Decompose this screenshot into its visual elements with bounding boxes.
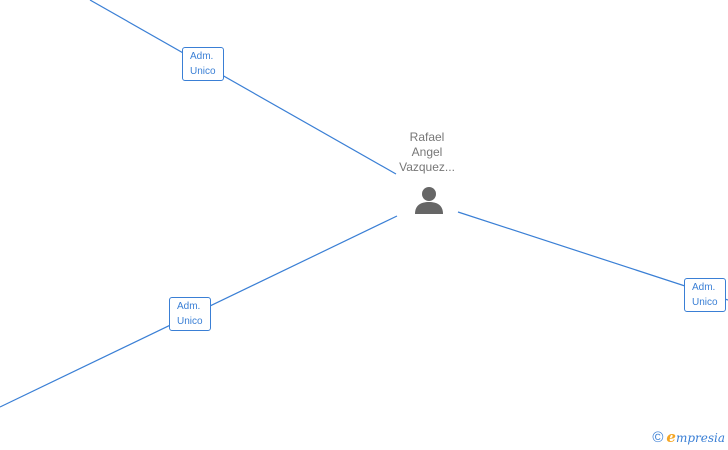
edge-label-role-line-2: Unico xyxy=(190,66,216,77)
edge-label-role-line-1: Adm. xyxy=(190,51,214,62)
edge-label-role-line-1: Adm. xyxy=(692,282,716,293)
brand-logo-rest: mpresia xyxy=(675,431,725,445)
brand-logo: empresia xyxy=(666,428,725,446)
person-icon[interactable] xyxy=(414,186,444,215)
edge-label-role-line-2: Unico xyxy=(177,316,203,327)
brand-logo-initial: e xyxy=(666,428,676,446)
edge-label-role-line-1: Adm. xyxy=(177,301,201,312)
empresia-watermark: © empresia xyxy=(652,428,725,446)
edge-right xyxy=(457,211,728,301)
center-node-name-line-3: Vazquez... xyxy=(399,160,455,174)
center-node-name-line-1: Rafael xyxy=(409,130,445,144)
edge-label-bottom-left[interactable]: Adm. Unico xyxy=(169,297,211,331)
center-node-label[interactable]: Rafael Angel Vazquez... xyxy=(382,130,472,175)
center-node-name-line-2: Angel xyxy=(411,145,443,159)
edge-label-role-line-2: Unico xyxy=(692,297,718,308)
edge-label-top-left[interactable]: Adm. Unico xyxy=(182,47,224,81)
edge-label-right[interactable]: Adm. Unico xyxy=(684,278,726,312)
copyright-icon: © xyxy=(652,428,664,446)
edge-top-left xyxy=(89,0,397,175)
